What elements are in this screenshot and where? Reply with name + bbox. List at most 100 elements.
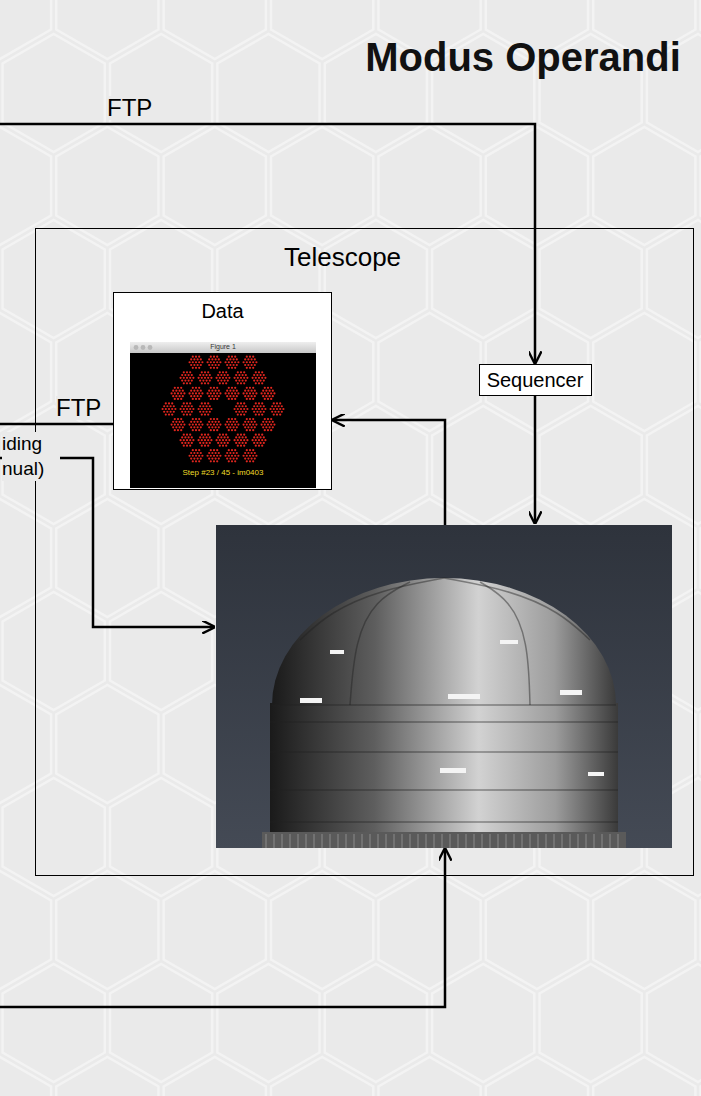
mirror-spot: [224, 380, 226, 382]
mirror-spot: [210, 387, 212, 389]
mirror-spot: [262, 421, 264, 423]
mirror-spot: [192, 455, 194, 457]
mirror-spot: [216, 387, 218, 389]
background-hexagon: [56, 871, 158, 989]
mirror-spot: [249, 460, 251, 462]
mirror-spot: [234, 398, 236, 400]
mirror-spot: [240, 382, 242, 384]
mirror-spot: [281, 411, 283, 413]
mirror-spot: [207, 361, 209, 363]
mirror-spot: [213, 392, 215, 394]
mirror-spot: [181, 374, 183, 376]
mirror-spot: [216, 367, 218, 369]
mirror-spot: [237, 408, 239, 410]
mirror-spot: [243, 408, 245, 410]
mirror-spot: [255, 434, 257, 436]
mirror-spot: [264, 408, 266, 410]
mirror-spot: [192, 356, 194, 358]
mirror-spot: [261, 377, 263, 379]
telescope-box: TelescopeDataSequencer: [35, 228, 694, 876]
mirror-spot: [210, 423, 212, 425]
mirror-spot: [246, 387, 248, 389]
mirror-spot: [225, 392, 227, 394]
mirror-spot: [165, 402, 167, 404]
dome-railing: [410, 834, 411, 848]
mirror-spot: [249, 418, 251, 420]
mirror-spot: [265, 421, 267, 423]
mirror-spot: [251, 364, 253, 366]
mirror-spot: [264, 429, 266, 431]
mirror-spot: [210, 356, 212, 358]
mirror-spot: [273, 392, 275, 394]
mirror-spot: [263, 405, 265, 407]
mirror-spot: [180, 377, 182, 379]
mirror-spot: [197, 421, 199, 423]
mirror-spot: [192, 408, 194, 410]
mirror-spot: [249, 429, 251, 431]
mirror-spot: [267, 429, 269, 431]
background-hexagon: [486, 1057, 588, 1096]
mirror-spot: [198, 418, 200, 420]
mirror-spot: [217, 436, 219, 438]
mirror-spot: [246, 408, 248, 410]
mirror-spot: [246, 460, 248, 462]
mirror-spot: [252, 387, 254, 389]
mirror-spot: [267, 387, 269, 389]
mirror-spot: [198, 356, 200, 358]
mirror-spot: [202, 436, 204, 438]
mirror-spot: [261, 371, 263, 373]
mirror-spot: [211, 421, 213, 423]
mirror-spot: [249, 423, 251, 425]
mirror-spot: [231, 387, 233, 389]
mirror-spot: [195, 429, 197, 431]
mirror-spot: [218, 358, 220, 360]
mirror-spot: [204, 382, 206, 384]
mirror-spot: [261, 445, 263, 447]
mirror-spot: [177, 387, 179, 389]
mirror-spot: [226, 426, 228, 428]
mirror-spot: [270, 418, 272, 420]
mirror-spot: [184, 411, 186, 413]
mirror-spot: [234, 429, 236, 431]
mirror-spot: [247, 358, 249, 360]
mirror-spot: [225, 423, 227, 425]
mirror-spot: [267, 423, 269, 425]
mirror-spot: [261, 392, 263, 394]
mirror-spot: [249, 398, 251, 400]
mirror-spot: [231, 356, 233, 358]
mirror-spot: [218, 421, 220, 423]
mirror-spot: [180, 398, 182, 400]
mirror-spot: [244, 390, 246, 392]
mirror-spot: [216, 449, 218, 451]
background-hexagon: [3, 778, 105, 896]
mirror-spot: [235, 374, 237, 376]
mirror-spot: [184, 436, 186, 438]
mirror-spot: [174, 423, 176, 425]
mirror-spot: [210, 392, 212, 394]
dome-panel-line: [300, 578, 444, 640]
mirror-spot: [197, 457, 199, 459]
mirror-spot: [261, 439, 263, 441]
mirror-spot: [249, 392, 251, 394]
mirror-spot: [181, 442, 183, 444]
mirror-spot: [202, 405, 204, 407]
mirror-spot: [271, 411, 273, 413]
mirror-spot: [183, 382, 185, 384]
dome-railing: [562, 834, 563, 848]
mirror-spot: [255, 392, 257, 394]
mirror-spot: [273, 413, 275, 415]
mirror-spot: [244, 457, 246, 459]
mirror-spot: [238, 436, 240, 438]
mirror-spot: [227, 442, 229, 444]
mirror-spot: [273, 423, 275, 425]
mirror-spot: [255, 455, 257, 457]
photo-sky: [216, 525, 672, 848]
mirror-spot: [219, 371, 221, 373]
mirror-spot: [246, 455, 248, 457]
mirror-spot: [206, 411, 208, 413]
mirror-spot: [189, 455, 191, 457]
mirror-spot: [270, 398, 272, 400]
mirror-spot: [260, 380, 262, 382]
mirror-spot: [215, 452, 217, 454]
mirror-spot: [245, 442, 247, 444]
